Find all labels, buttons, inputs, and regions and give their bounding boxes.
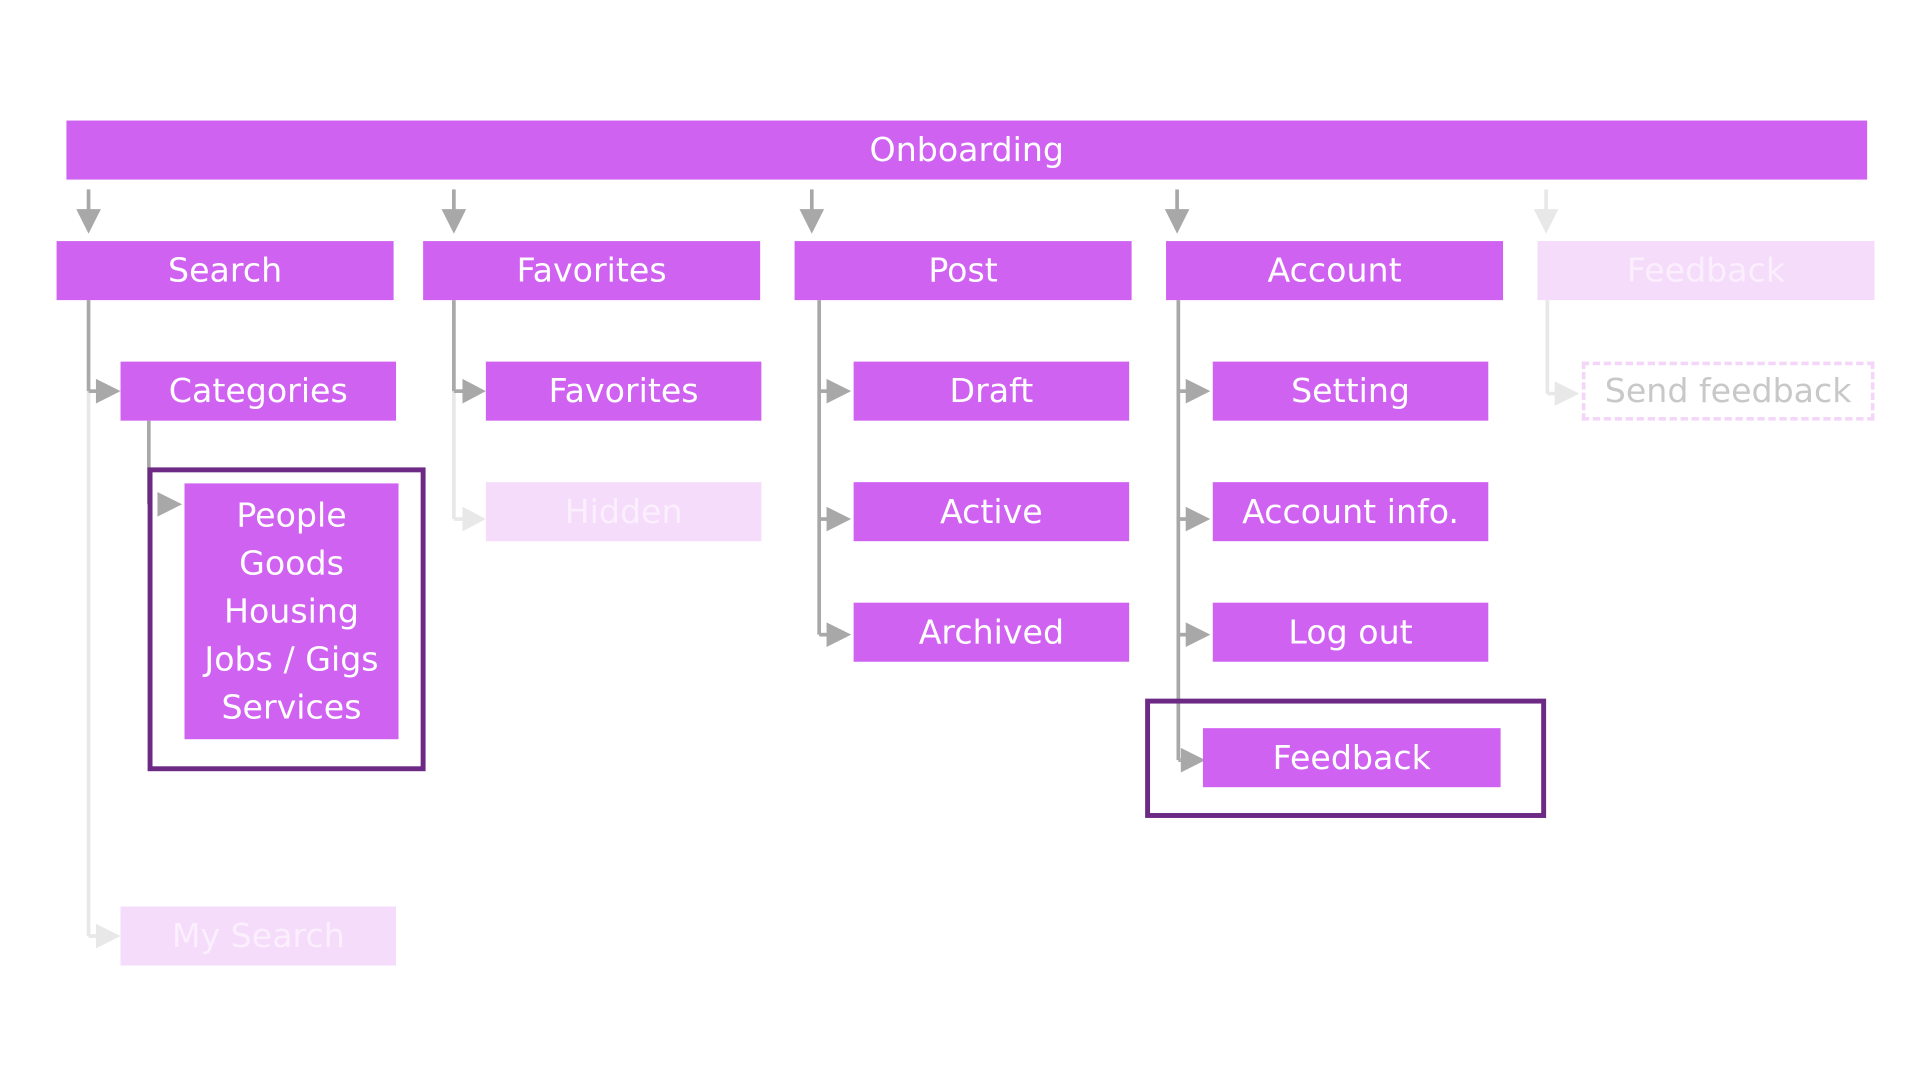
favorites-node: Favorites	[423, 241, 761, 301]
categories-node: Categories	[120, 361, 397, 421]
archived-node: Archived	[853, 602, 1130, 662]
favorites-child-node: Favorites	[485, 361, 762, 421]
favorites-connectors	[452, 300, 486, 532]
account-info-node: Account info.	[1212, 482, 1489, 542]
onboarding-node: Onboarding	[66, 120, 1868, 180]
active-node: Active	[853, 482, 1130, 542]
post-connectors	[817, 300, 852, 647]
search-node: Search	[56, 241, 394, 301]
feedback-column-node: Feedback	[1537, 241, 1875, 301]
category-list-node: People Goods Housing Jobs / Gigs Service…	[184, 483, 399, 740]
draft-node: Draft	[853, 361, 1130, 421]
my-search-node: My Search	[120, 906, 397, 966]
post-node: Post	[794, 241, 1132, 301]
log-out-node: Log out	[1212, 602, 1489, 662]
category-item-services: Services	[221, 688, 362, 727]
category-item-housing: Housing	[223, 592, 360, 631]
root-down-arrows	[76, 189, 1559, 234]
category-item-people: People	[236, 496, 347, 535]
account-feedback-node: Feedback	[1202, 728, 1501, 788]
account-connectors	[1176, 300, 1211, 773]
category-item-jobs-gigs: Jobs / Gigs	[204, 640, 379, 679]
account-node: Account	[1166, 241, 1504, 301]
search-connectors	[86, 300, 183, 949]
category-list-highlight	[147, 467, 426, 772]
setting-node: Setting	[1212, 361, 1489, 421]
hidden-node: Hidden	[485, 482, 762, 542]
category-item-goods: Goods	[239, 544, 344, 583]
feedback-connectors	[1545, 300, 1580, 406]
account-feedback-highlight	[1145, 698, 1547, 818]
send-feedback-node: Send feedback	[1581, 361, 1875, 421]
